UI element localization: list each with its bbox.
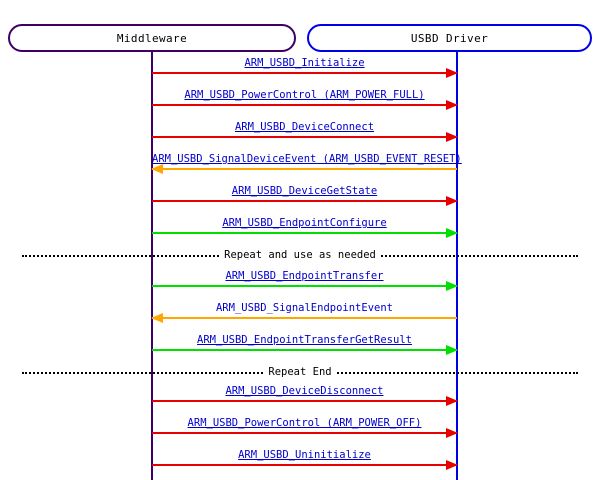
message-line xyxy=(152,317,457,319)
arrow-head-right-icon xyxy=(446,460,458,470)
message-label: ARM_USBD_Uninitialize xyxy=(238,449,371,461)
message-label: ARM_USBD_SignalDeviceEvent (ARM_USBD_EVE… xyxy=(152,153,462,165)
arrow-head-right-icon xyxy=(446,68,458,78)
message-line xyxy=(152,285,457,287)
divider-repeat-end: Repeat End xyxy=(22,365,578,380)
participant-label-usbd-driver: USBD Driver xyxy=(410,31,489,45)
message-line xyxy=(152,349,457,351)
divider-label: Repeat and use as needed xyxy=(220,248,380,262)
message-label: ARM_USBD_Initialize xyxy=(244,57,365,69)
message-label: ARM_USBD_DeviceGetState xyxy=(231,185,378,197)
arrow-head-right-icon xyxy=(446,396,458,406)
arrow-head-right-icon xyxy=(446,228,458,238)
arrow-head-right-icon xyxy=(446,281,458,291)
message-line xyxy=(152,136,457,138)
message-line xyxy=(152,400,457,402)
message-label: ARM_USBD_DeviceConnect xyxy=(234,121,375,133)
message-label: ARM_USBD_EndpointConfigure xyxy=(222,217,387,229)
divider-label: Repeat End xyxy=(264,365,336,379)
message-label: ARM_USBD_PowerControl (ARM_POWER_OFF) xyxy=(187,417,422,429)
message-label: ARM_USBD_DeviceDisconnect xyxy=(225,385,384,397)
message-label: ARM_USBD_EndpointTransfer xyxy=(225,270,384,282)
message-label: ARM_USBD_EndpointTransferGetResult xyxy=(197,334,412,346)
arrow-head-right-icon xyxy=(446,132,458,142)
message-line xyxy=(152,464,457,466)
divider-repeat-start: Repeat and use as needed xyxy=(22,248,578,263)
arrow-head-left-icon xyxy=(151,164,163,174)
message-line xyxy=(152,72,457,74)
message-line xyxy=(152,232,457,234)
arrow-head-right-icon xyxy=(446,345,458,355)
message-line xyxy=(152,104,457,106)
arrow-head-left-icon xyxy=(151,313,163,323)
arrow-head-right-icon xyxy=(446,100,458,110)
message-label: ARM_USBD_SignalEndpointEvent xyxy=(215,302,393,314)
lifeline-middleware xyxy=(151,52,153,480)
message-label: ARM_USBD_PowerControl (ARM_POWER_FULL) xyxy=(184,89,425,101)
participant-box-middleware[interactable]: Middleware xyxy=(8,24,296,52)
participant-label-middleware: Middleware xyxy=(116,31,188,45)
message-line xyxy=(152,432,457,434)
arrow-head-right-icon xyxy=(446,196,458,206)
participant-box-usbd-driver[interactable]: USBD Driver xyxy=(307,24,592,52)
lifeline-usbd-driver xyxy=(456,52,458,480)
message-line xyxy=(152,168,457,170)
arrow-head-right-icon xyxy=(446,428,458,438)
message-line xyxy=(152,200,457,202)
